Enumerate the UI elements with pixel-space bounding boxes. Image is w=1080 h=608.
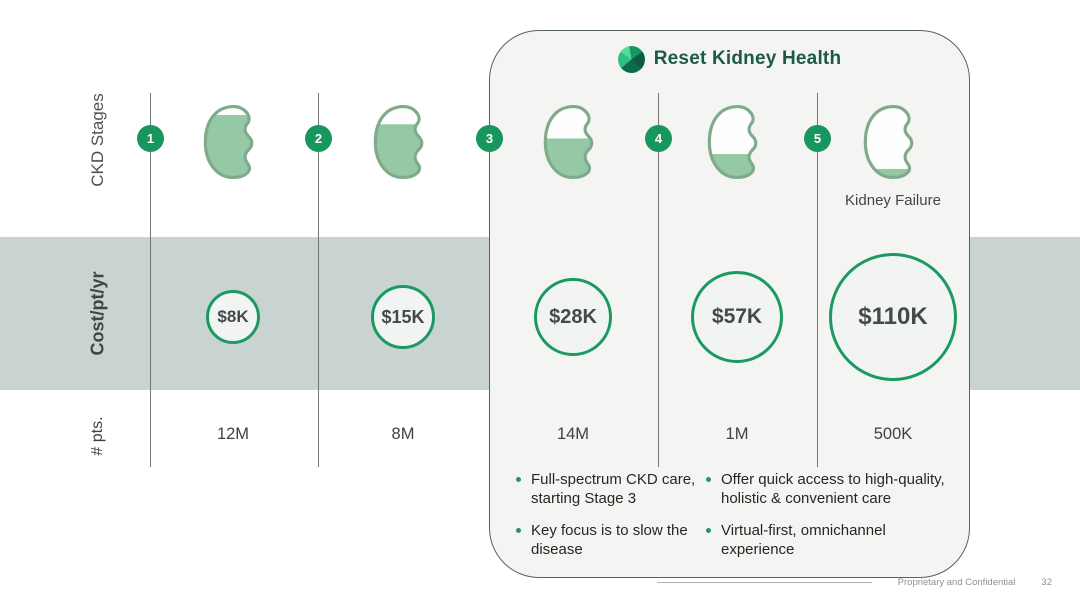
cost-circle-stage-3: $28K	[534, 278, 612, 356]
kidney-icon-stage-5	[861, 103, 925, 181]
patients-stage-2: 8M	[391, 425, 415, 443]
kidney-icon-stage-4	[705, 103, 769, 181]
bullet-text: Offer quick access to high-quality, holi…	[721, 471, 945, 507]
bullet-dot-icon	[516, 477, 521, 482]
cost-circle-stage-5: $110K	[829, 253, 957, 381]
patients-stage-1: 12M	[216, 425, 250, 443]
bullet-dot-icon	[706, 477, 711, 482]
bullet-item: Full-spectrum CKD care, starting Stage 3	[516, 470, 721, 508]
panel-bullets-right: Offer quick access to high-quality, holi…	[706, 470, 961, 572]
footer-confidential-text: Proprietary and Confidential	[897, 577, 1016, 588]
cost-circle-stage-1: $8K	[206, 290, 260, 344]
brand-name: Reset Kidney Health	[653, 48, 842, 69]
footer-page-number: 32	[1041, 577, 1052, 588]
patients-stage-3: 14M	[556, 425, 590, 443]
patients-stage-4: 1M	[725, 425, 749, 443]
panel-bullets-left: Full-spectrum CKD care, starting Stage 3…	[516, 470, 721, 572]
row-label-num-pts: # pts.	[89, 416, 106, 456]
stage-divider-4	[658, 93, 659, 467]
stage-number-5: 5	[804, 125, 831, 152]
stage-number-1: 1	[137, 125, 164, 152]
bullet-text: Full-spectrum CKD care, starting Stage 3	[531, 471, 696, 507]
patients-stage-5: 500K	[873, 425, 913, 443]
bullet-dot-icon	[706, 528, 711, 533]
row-label-cost-pt-yr: Cost/pt/yr	[87, 271, 108, 356]
stage-number-3: 3	[476, 125, 503, 152]
footer-divider-line	[656, 582, 872, 583]
stage-divider-2	[318, 93, 319, 467]
kidney-icon-stage-1	[201, 103, 265, 181]
reset-kidney-logo-icon	[617, 45, 645, 73]
bullet-item: Key focus is to slow the disease	[516, 521, 721, 559]
slide-footer: Proprietary and Confidential 32	[656, 577, 1052, 588]
row-label-ckd-stages: CKD Stages	[88, 93, 107, 187]
bullet-item: Offer quick access to high-quality, holi…	[706, 470, 961, 508]
cost-circle-stage-2: $15K	[371, 285, 435, 349]
cost-circle-stage-4: $57K	[691, 271, 783, 363]
bullet-item: Virtual-first, omnichannel experience	[706, 521, 961, 559]
bullet-text: Virtual-first, omnichannel experience	[721, 522, 886, 558]
panel-header: Reset Kidney Health	[489, 44, 970, 74]
stage-number-4: 4	[645, 125, 672, 152]
bullet-dot-icon	[516, 528, 521, 533]
bullet-text: Key focus is to slow the disease	[531, 522, 688, 558]
kidney-icon-stage-3	[541, 103, 605, 181]
stage-divider-1	[150, 93, 151, 467]
stage-number-2: 2	[305, 125, 332, 152]
stage-divider-5	[817, 93, 818, 467]
kidney-failure-label: Kidney Failure	[845, 192, 941, 209]
kidney-icon-stage-2	[371, 103, 435, 181]
